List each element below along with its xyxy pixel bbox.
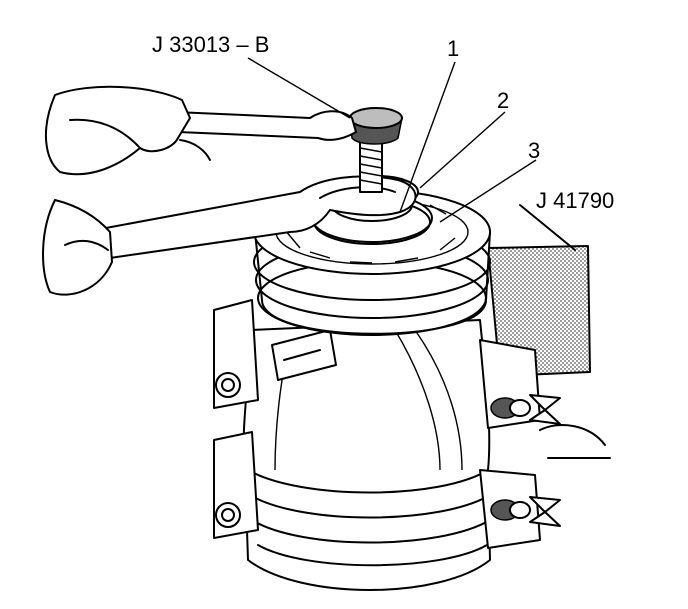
holding-fixture xyxy=(487,204,591,377)
forcing-screw xyxy=(349,107,403,193)
wing-nut-upper xyxy=(490,394,561,425)
leader-lines xyxy=(247,57,537,223)
electrical-connector xyxy=(271,329,337,381)
callout-1: 1 xyxy=(447,36,460,61)
hand-lower xyxy=(42,199,113,296)
callout-2: 2 xyxy=(497,88,510,113)
hand-upper xyxy=(44,85,211,176)
label-j33013b: J 33013 – B xyxy=(152,32,270,57)
wing-nut-lower xyxy=(490,496,561,527)
label-j41790: J 41790 xyxy=(536,188,615,213)
left-brackets xyxy=(213,299,259,539)
callout-3: 3 xyxy=(528,138,541,163)
open-end-wrench xyxy=(174,110,357,141)
